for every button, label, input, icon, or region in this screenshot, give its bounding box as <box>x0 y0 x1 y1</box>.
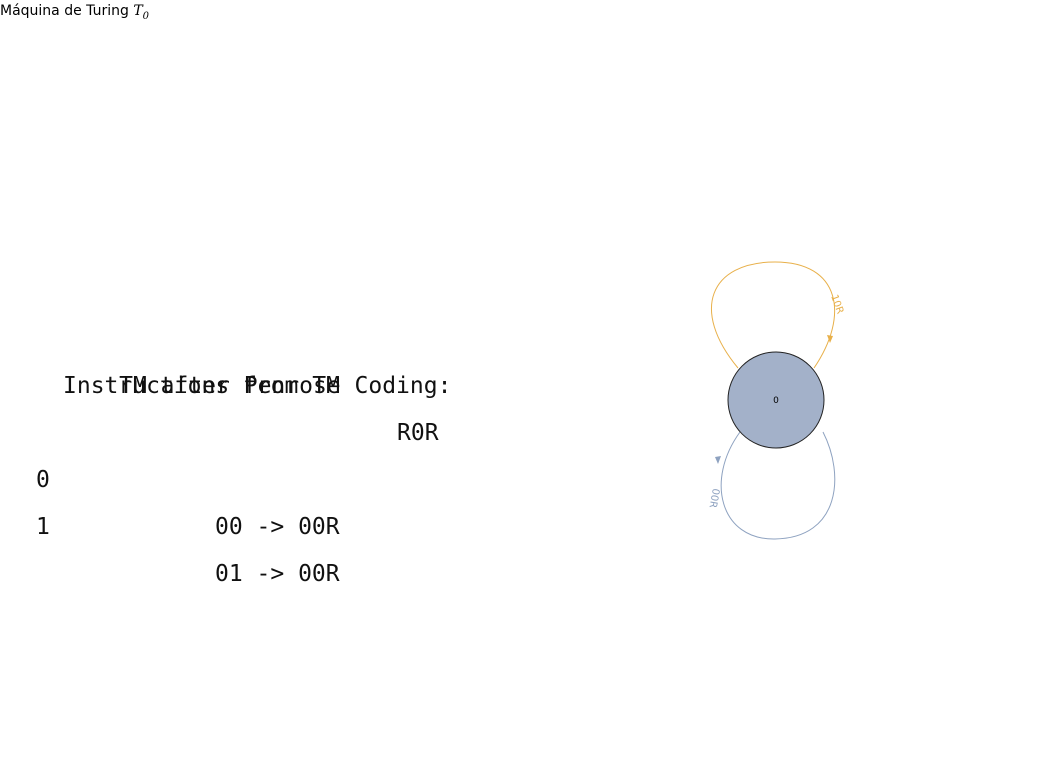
instruction-index: 1 <box>36 514 50 540</box>
info-panel: TM after Penrose Coding: R0R Instruction… <box>36 316 451 587</box>
state-node[interactable] <box>727 351 825 449</box>
instructions-heading: Instructions from TM <box>63 373 340 399</box>
coding-label: TM after Penrose Coding: <box>119 373 452 399</box>
instruction-rule: 00 -> 00R <box>215 514 340 540</box>
transition-loop-top[interactable] <box>711 261 836 369</box>
transition-arrowhead-bottom <box>715 456 721 464</box>
state-diagram: 10R 00R 0 <box>707 261 845 540</box>
instruction-index: 0 <box>36 467 50 493</box>
instruction-row: 0 00 -> 00R <box>36 410 451 540</box>
transition-arrowhead-top <box>827 335 833 343</box>
instruction-rule: 01 -> 00R <box>215 561 340 587</box>
window-title-subscript: 0 <box>142 10 150 22</box>
window-title-prefix: Máquina de Turing <box>0 3 134 19</box>
window-title: Máquina de Turing T0 <box>0 2 149 26</box>
window-title-symbol: T <box>133 3 143 19</box>
coding-row: TM after Penrose Coding: R0R <box>36 316 451 446</box>
transition-loop-bottom[interactable] <box>720 431 836 540</box>
transition-label-top: 10R <box>828 293 845 315</box>
transition-label-bottom: 00R <box>707 487 721 508</box>
instruction-row: 1 01 -> 00R <box>36 457 451 587</box>
state-label: 0 <box>773 396 779 406</box>
coding-value: R0R <box>397 420 439 446</box>
